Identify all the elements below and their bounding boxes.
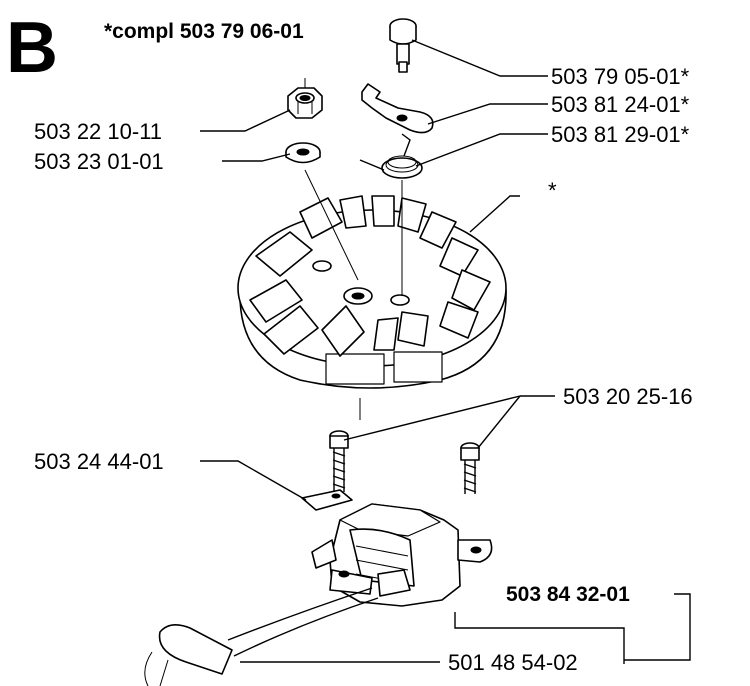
label-503-84-32-01: 503 84 32-01 xyxy=(506,583,630,606)
screw-left xyxy=(329,430,349,492)
label-503-81-29-01: 503 81 29-01* xyxy=(551,122,690,147)
label-501-48-54-02: 501 48 54-02 xyxy=(448,650,578,675)
label-503-23-01-01: 503 23 01-01 xyxy=(34,149,164,174)
part-labels: 503 79 05-01* 503 81 24-01* 503 22 10-11… xyxy=(34,64,693,675)
pivot-pin xyxy=(389,18,417,73)
kit-title: *compl 503 79 06-01 xyxy=(104,20,304,43)
pawl-spring xyxy=(359,133,423,179)
label-503-20-25-16: 503 20 25-16 xyxy=(563,384,693,409)
section-letter: B xyxy=(6,8,58,88)
nut xyxy=(287,78,323,119)
flywheel xyxy=(237,195,507,389)
spark-plug-cap xyxy=(144,587,379,686)
label-flywheel-asterisk: * xyxy=(548,178,557,203)
screw-right xyxy=(460,442,480,494)
label-503-22-10-11: 503 22 10-11 xyxy=(34,119,162,144)
leader-lines xyxy=(200,39,691,664)
label-503-81-24-01: 503 81 24-01* xyxy=(551,92,690,117)
label-503-79-05-01: 503 79 05-01* xyxy=(551,64,690,89)
terminal-plate xyxy=(301,489,353,511)
washer xyxy=(285,142,321,164)
ignition-module xyxy=(311,503,493,607)
label-503-24-44-01: 503 24 44-01 xyxy=(34,449,164,474)
pawl xyxy=(361,83,434,134)
